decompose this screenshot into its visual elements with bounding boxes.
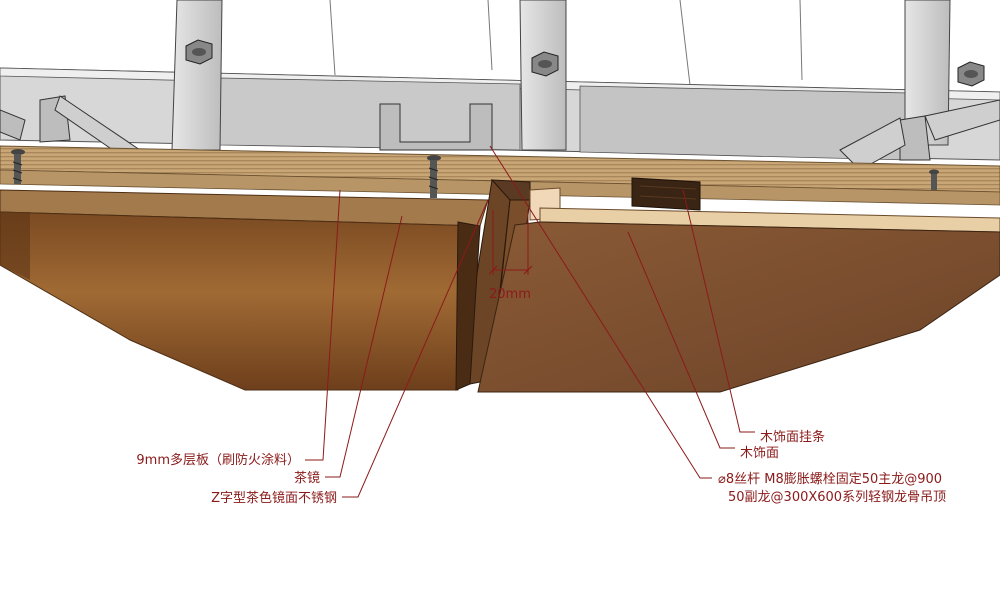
suspension-label-line1: ⌀8丝杆 M8膨胀螺栓固定50主龙@900 xyxy=(718,472,942,487)
screw-icon xyxy=(427,155,441,198)
tea-mirror-label: 茶镜 xyxy=(294,470,320,486)
wood-finish-label: 木饰面 xyxy=(740,446,779,461)
wood-hanging-strip-label: 木饰面挂条 xyxy=(760,429,825,445)
wood-hanging-strip xyxy=(631,177,701,211)
dimension-marker: 20mm xyxy=(488,210,533,302)
dimension-label: 20mm xyxy=(489,287,531,302)
screw-icon xyxy=(929,169,939,190)
wood-finish-panel xyxy=(477,187,1000,393)
steel-keel-framework xyxy=(0,0,1000,171)
tea-mirror-panel xyxy=(0,189,489,391)
suspension-label-line2: 50副龙@300X600系列轻钢龙骨吊顶 xyxy=(728,490,946,505)
z-steel-label: Z字型茶色镜面不锈钢 xyxy=(211,490,337,506)
plywood-label: 9mm多层板（刷防火涂料） xyxy=(136,452,300,468)
screw-icon xyxy=(11,149,25,184)
nut-icon xyxy=(531,51,559,77)
nut-icon xyxy=(957,61,985,87)
nut-icon xyxy=(185,39,213,65)
leader-lines xyxy=(305,145,755,498)
